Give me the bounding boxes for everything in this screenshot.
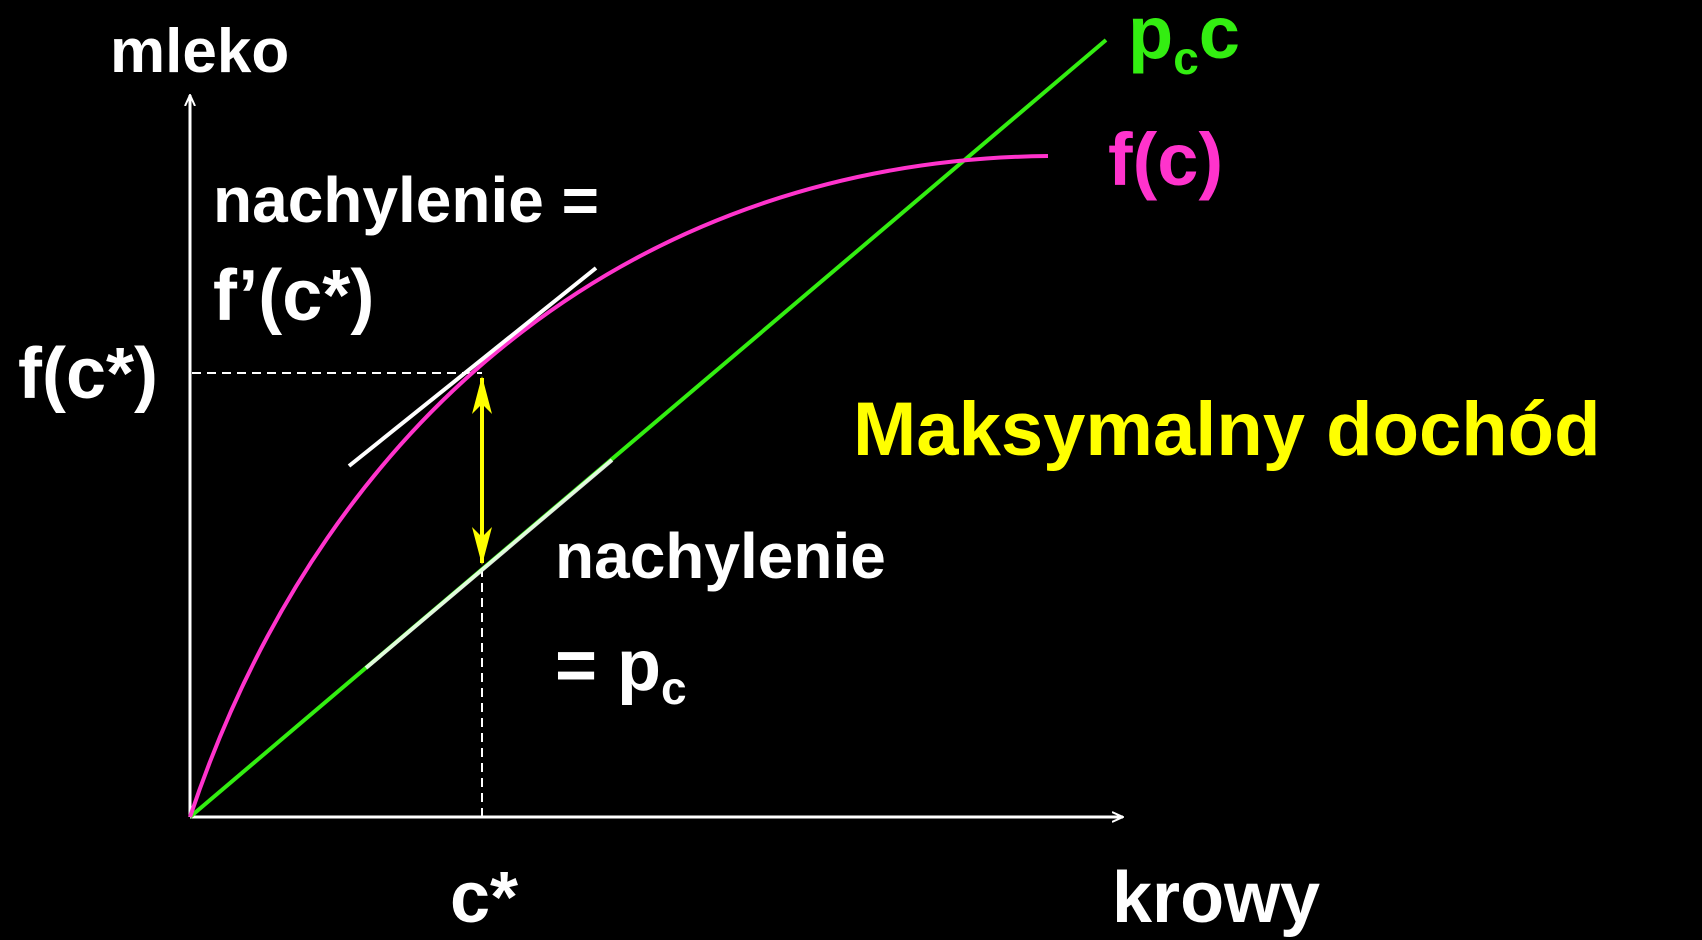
line-note-line1: nachylenie [555, 520, 886, 592]
line-note-line2-prefix: = p [555, 626, 661, 706]
point-y-label: f(c*) [18, 334, 158, 414]
curve-f-label: f(c) [1108, 118, 1223, 201]
point-x-label: c* [450, 858, 518, 938]
tangent-line [347, 266, 598, 468]
y-axis-label: mleko [110, 17, 289, 86]
max-revenue-label: Maksymalny dochód [853, 387, 1601, 472]
line-pc-label-sub: c [1173, 32, 1199, 84]
x-axis-label: krowy [1112, 858, 1320, 938]
tangent-note-line1: nachylenie = [213, 164, 599, 236]
line-pc [188, 38, 1108, 819]
line-note-line2: = pc [555, 626, 687, 714]
line-pc-label: pcc [1128, 0, 1240, 84]
tangent-note-line2: f’(c*) [213, 256, 374, 336]
line-pc-label-base: p [1128, 0, 1173, 74]
curve-f [188, 154, 1049, 818]
line-note-line2-sub: c [661, 662, 687, 714]
line-pc-label-tail: c [1199, 0, 1240, 74]
